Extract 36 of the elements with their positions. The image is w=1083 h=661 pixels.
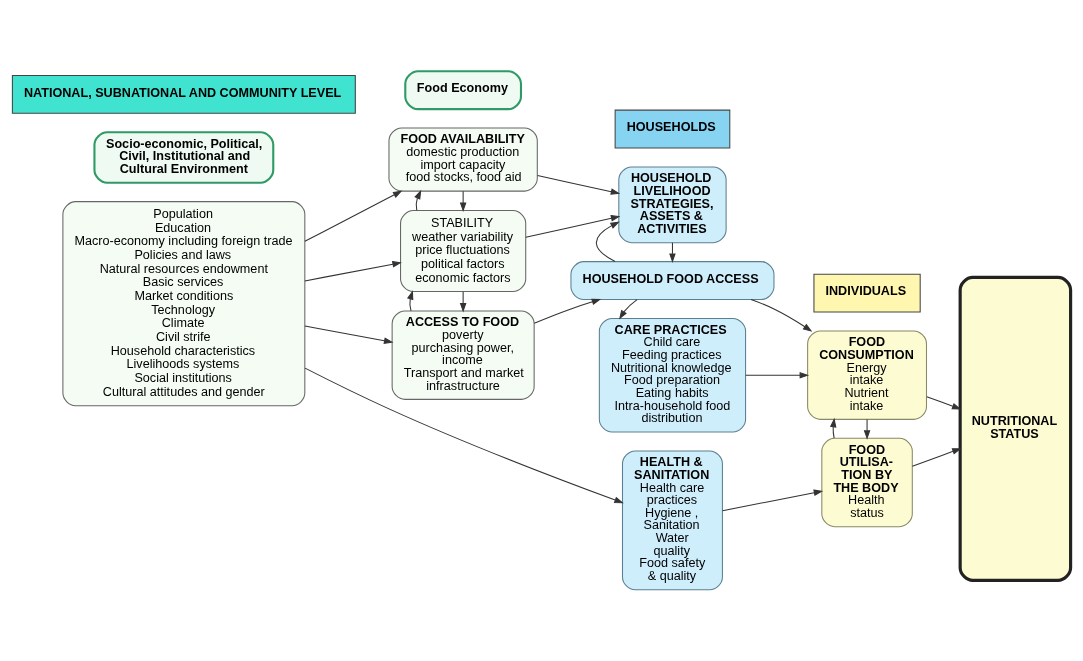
arrow [304, 190, 403, 242]
node-box: FOOD CONSUMPTION Energy intake Nutrient intake [807, 330, 927, 420]
node-box: FOOD AVAILABILITY domestic production import capacity food stocks, food aid [388, 127, 538, 192]
arrow [406, 290, 414, 312]
arrow [750, 298, 813, 332]
arrow [414, 189, 422, 211]
arrow [829, 417, 837, 439]
node-box: FOOD UTILISA- TION BY THE BODY Health status [821, 437, 913, 528]
arrow [304, 261, 402, 282]
node-box: Population Education Macro-economy including foreign trade Policies and laws Natural resources endowment Basic services Market conditions Technology Climate Civil strife Household characteristics Livelihoods systems Social institutions Cultural attitudes and gender [62, 201, 306, 407]
node-box: ACCESS TO FOOD poverty purchasing power, income Transport and market infrastructure [391, 310, 535, 400]
arrow [911, 448, 962, 467]
arrow [619, 299, 638, 320]
node-box: INDIVIDUALS [813, 273, 921, 313]
node-box: NUTRITIONAL STATUS [958, 275, 1073, 582]
node-box: HOUSEHOLDS [614, 109, 731, 149]
arrow [537, 175, 621, 195]
arrow [525, 215, 621, 238]
node-box: STABILITY weather variability price fluctuations political factors economic factors [400, 210, 527, 293]
arrow [722, 489, 824, 512]
node-box: HOUSEHOLD LIVELIHOOD STRATEGIES, ASSETS & ACTIVITIES [618, 166, 727, 244]
arrow [304, 367, 624, 504]
arrow [595, 221, 620, 262]
node-box: HOUSEHOLD FOOD ACCESS [570, 261, 775, 300]
arrow [304, 325, 394, 344]
arrow [459, 291, 467, 313]
node-box: Socio-economic, Political, Civil, Institutional and Cultural Environment [93, 131, 275, 184]
arrow [459, 190, 467, 212]
arrow [926, 396, 962, 410]
arrow [863, 418, 871, 440]
node-box: HEALTH & SANITATION Health care practices Hygiene , Sanitation Water quality Food safety & quality [621, 450, 723, 591]
node-box: NATIONAL, SUBNATIONAL AND COMMUNITY LEVEL [11, 74, 356, 114]
arrow [745, 371, 810, 379]
node-box: Food Economy [404, 70, 523, 111]
node-box: CARE PRACTICES Child care Feeding practices Nutritional knowledge Food preparation Eating habits Intra-household food distribution [598, 317, 747, 433]
arrow [533, 298, 602, 324]
